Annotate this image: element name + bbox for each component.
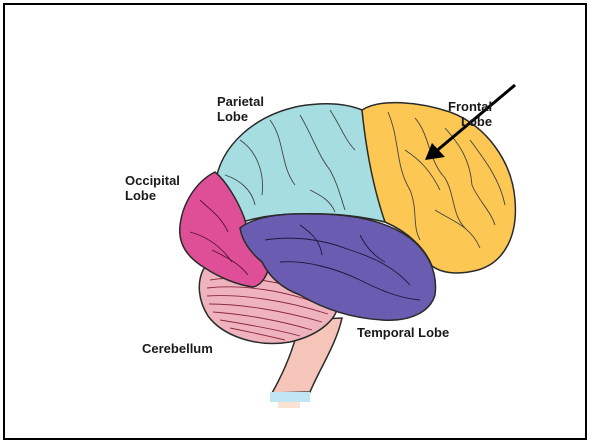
label-cerebellum: Cerebellum [142, 341, 213, 356]
label-occipital: Occipital Lobe [125, 173, 184, 203]
label-temporal: Temporal Lobe [357, 325, 449, 340]
label-parietal: Parietal Lobe [217, 94, 268, 124]
brainstem-base [270, 392, 310, 402]
